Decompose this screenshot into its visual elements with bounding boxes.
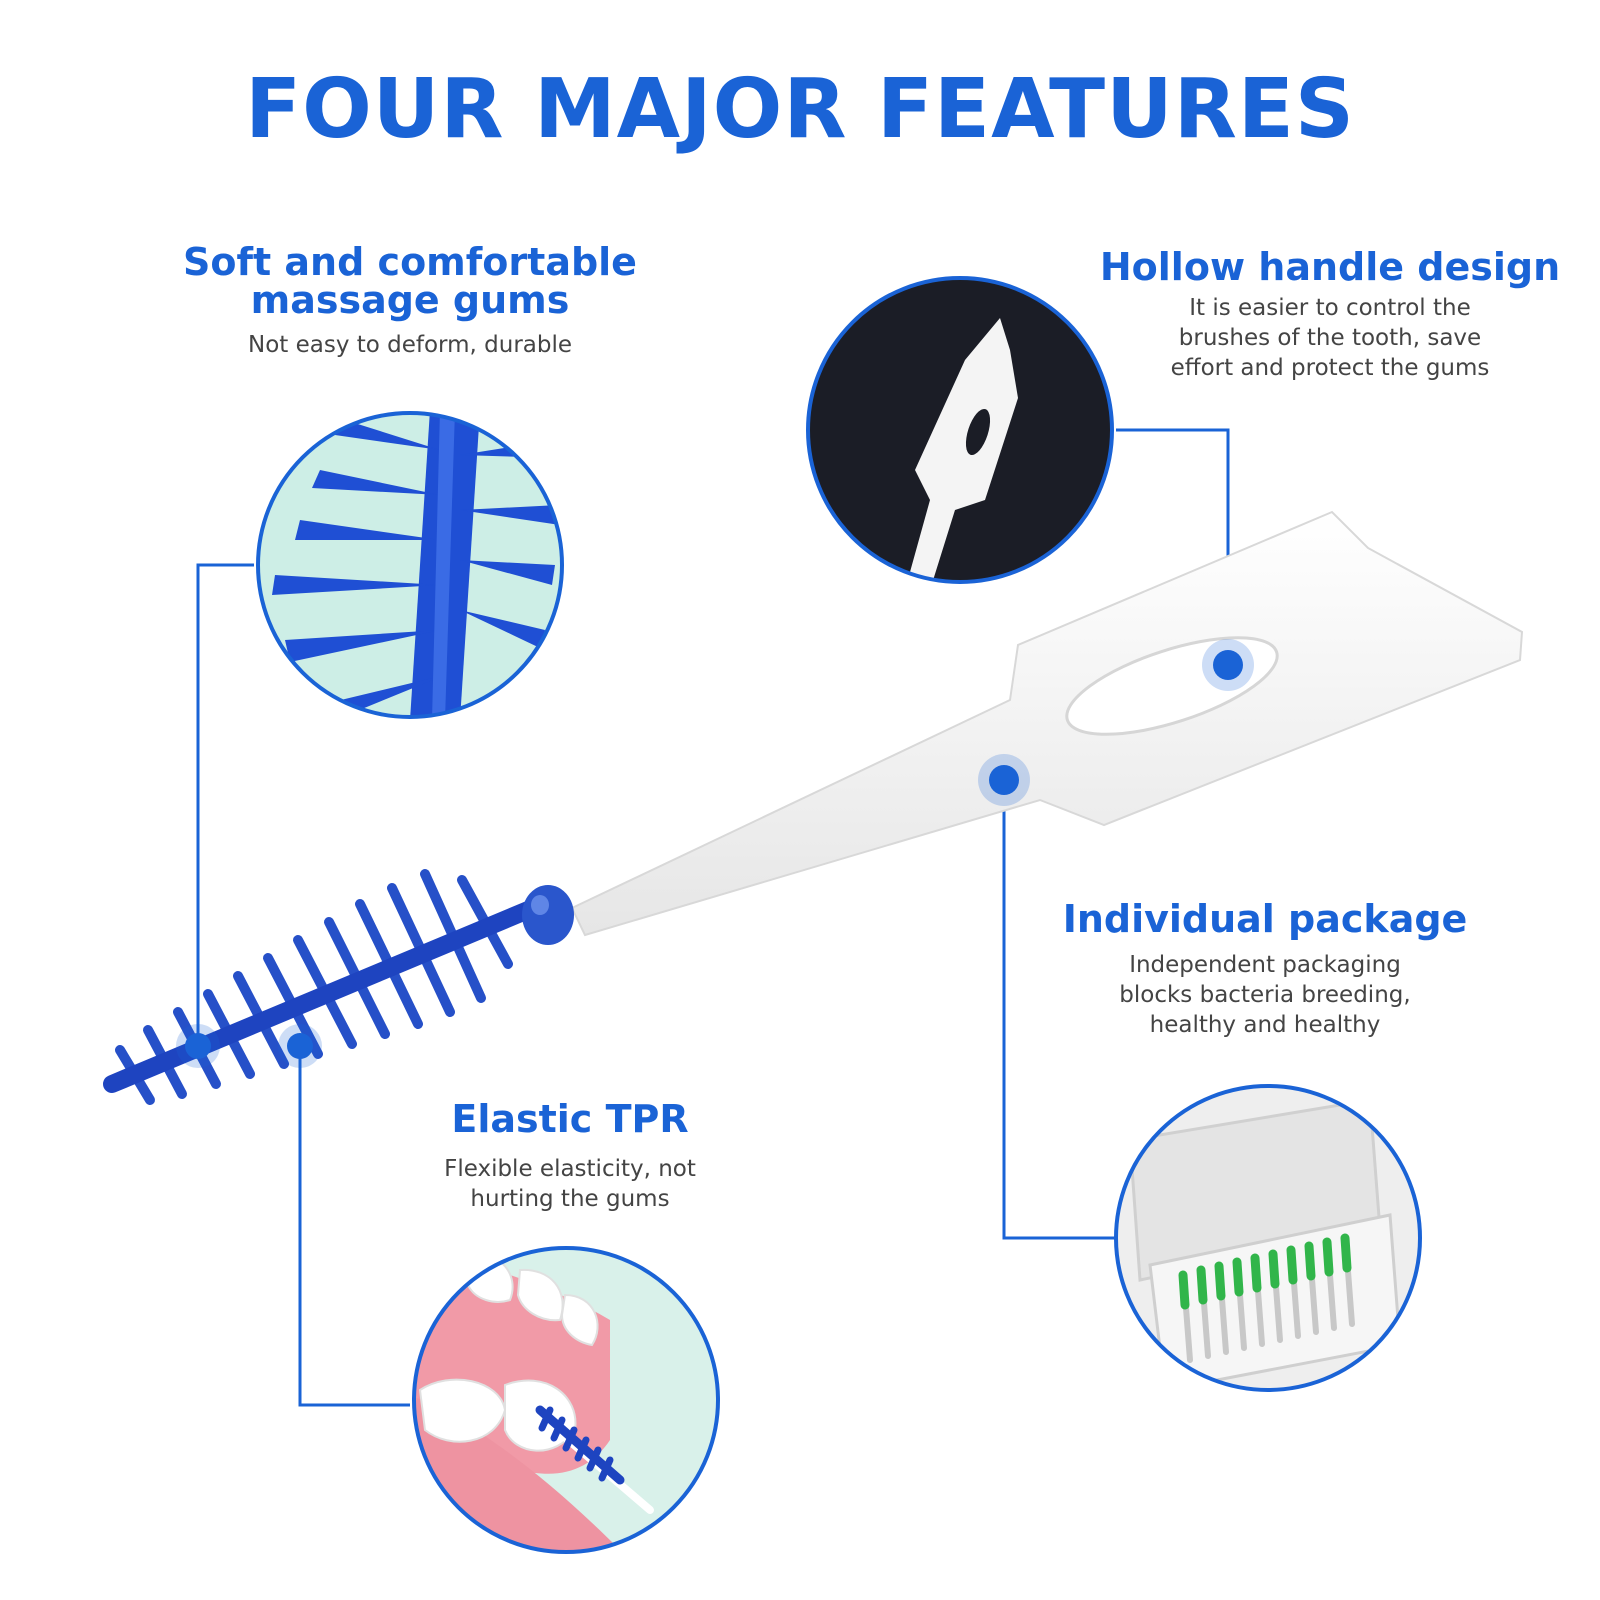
feature-2-desc-line-2: brushes of the tooth, save [1178, 325, 1482, 351]
bristle-closeup-image [256, 411, 564, 719]
feature-1-title-line-2: massage gums [250, 278, 570, 322]
feature-2-desc-line-1: It is easier to control the [1189, 295, 1471, 321]
feature-3-desc-line-2: blocks bacteria breeding, [1119, 982, 1411, 1008]
connector-line-3 [1002, 780, 1116, 1240]
feature-1-description: Not easy to deform, durable [150, 330, 670, 360]
feature-1-title-line-1: Soft and comfortable [183, 240, 637, 284]
feature-3-desc-line-3: healthy and healthy [1149, 1012, 1381, 1038]
hollow-handle-image [806, 276, 1114, 584]
teeth-cleaning-image [412, 1246, 720, 1554]
package-box-image [1114, 1084, 1422, 1392]
feature-1-desc-line-1: Not easy to deform, durable [247, 332, 573, 358]
feature-3-description: Independent packaging blocks bacteria br… [1030, 950, 1500, 1040]
toothbrush-handle [570, 510, 1524, 937]
page-title: FOUR MAJOR FEATURES [245, 62, 1355, 157]
feature-4-desc-line-2: hurting the gums [470, 1186, 670, 1212]
feature-4-title-line-1: Elastic TPR [451, 1097, 689, 1141]
feature-2-desc-line-3: effort and protect the gums [1170, 355, 1490, 381]
feature-3-title: Individual package [1030, 900, 1500, 938]
connector-line-1 [196, 563, 254, 1046]
marker-dots [176, 639, 1254, 1068]
feature-4-title: Elastic TPR [400, 1100, 740, 1138]
feature-2-description: It is easier to control the brushes of t… [1090, 293, 1570, 383]
feature-4-desc-line-1: Flexible elasticity, not [444, 1156, 696, 1182]
feature-1-title: Soft and comfortable massage gums [150, 243, 670, 319]
connector-line-4 [298, 1046, 410, 1407]
toothbrush-bristle-head [103, 869, 574, 1105]
feature-4-description: Flexible elasticity, not hurting the gum… [380, 1154, 760, 1214]
feature-2-title-line-1: Hollow handle design [1099, 245, 1561, 289]
feature-2-title: Hollow handle design [1090, 248, 1570, 286]
feature-3-desc-line-1: Independent packaging [1129, 952, 1401, 978]
feature-3-title-line-1: Individual package [1062, 897, 1468, 941]
